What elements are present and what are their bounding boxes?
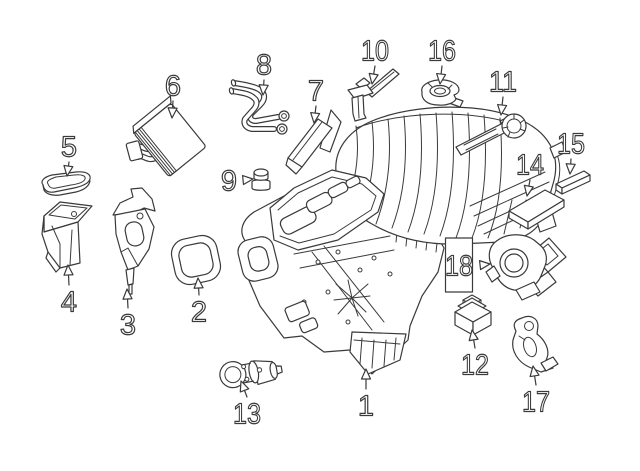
part-15-filter-small — [555, 170, 591, 195]
callout-arrowhead-icon — [523, 184, 534, 197]
part-14-filter — [508, 189, 565, 230]
callout-arrowhead-icon — [468, 329, 479, 342]
callout-number: 16 — [428, 36, 456, 68]
callout-number: 14 — [516, 150, 544, 182]
callout-1[interactable]: 1 — [357, 368, 375, 423]
callout-13[interactable]: 13 — [232, 380, 262, 431]
callout-arrowhead-icon — [497, 103, 508, 116]
callout-16[interactable]: 16 — [427, 35, 457, 85]
callout-8[interactable]: 8 — [255, 49, 273, 96]
callout-number: 3 — [120, 310, 136, 342]
part-11-temp-sensor — [455, 113, 527, 156]
callout-arrowhead-icon — [436, 72, 447, 85]
part-8-heater-pipes — [228, 79, 290, 135]
callout-9[interactable]: 9 — [220, 165, 254, 198]
callout-14[interactable]: 14 — [515, 149, 545, 197]
callout-7[interactable]: 7 — [307, 75, 325, 124]
callout-number: 6 — [165, 71, 181, 103]
callout-number: 13 — [233, 399, 261, 431]
callout-arrowhead-icon — [368, 72, 379, 85]
part-18-blower-motor — [485, 234, 567, 301]
part-7-panel — [285, 118, 333, 175]
callout-arrowhead-icon — [63, 164, 74, 177]
callout-12[interactable]: 12 — [460, 329, 490, 382]
part-4-air-duct — [41, 201, 93, 273]
part-12-resistor — [454, 294, 492, 336]
callout-4[interactable]: 4 — [60, 264, 78, 319]
callout-arrowhead-icon — [193, 277, 204, 289]
part-17-bracket — [512, 315, 559, 373]
callout-10[interactable]: 10 — [360, 35, 390, 85]
callout-highlight — [444, 237, 474, 293]
callout-number: 8 — [256, 50, 272, 82]
callout-number: 7 — [308, 76, 324, 108]
callout-5[interactable]: 5 — [60, 131, 78, 177]
callout-arrowhead-icon — [63, 264, 74, 276]
callout-number: 11 — [489, 67, 517, 99]
callout-number: 12 — [461, 350, 489, 382]
part-6-evaporator — [125, 95, 206, 177]
callout-15[interactable]: 15 — [556, 128, 586, 175]
callout-6[interactable]: 6 — [164, 70, 182, 119]
callout-3[interactable]: 3 — [119, 288, 137, 342]
part-13-heater-valve — [219, 360, 283, 389]
callout-arrowhead-icon — [529, 365, 540, 378]
callout-arrowhead-icon — [565, 163, 576, 175]
callout-number: 18 — [445, 251, 473, 283]
part-10-aspirator-sensor — [347, 68, 400, 122]
callout-arrowhead-icon — [310, 111, 321, 124]
part-9-grommet — [251, 168, 271, 191]
part-5-duct-lid — [41, 171, 91, 196]
callout-arrowhead-icon — [478, 260, 491, 271]
callout-arrowhead-icon — [167, 107, 178, 119]
callout-number: 17 — [522, 387, 550, 419]
callout-number: 9 — [221, 166, 237, 198]
callout-number: 10 — [361, 36, 389, 68]
callout-18[interactable]: 18 — [444, 237, 491, 293]
part-2-seal-ring — [170, 234, 222, 286]
callout-number: 4 — [61, 287, 77, 319]
part-3-bracket — [112, 187, 156, 295]
part-1-hvac-housing — [237, 106, 567, 375]
callout-arrowhead-icon — [239, 380, 250, 393]
callout-arrowhead-icon — [122, 288, 133, 300]
callout-number: 15 — [557, 129, 585, 161]
callout-arrowhead-icon — [360, 368, 372, 380]
callout-number: 2 — [191, 297, 207, 329]
callout-11[interactable]: 11 — [488, 66, 518, 116]
callout-arrowhead-icon — [258, 84, 269, 96]
callout-arrowhead-icon — [242, 174, 254, 186]
part-16-grommet-ring — [421, 79, 464, 108]
callout-2[interactable]: 2 — [190, 277, 208, 329]
callout-17[interactable]: 17 — [521, 365, 551, 419]
callout-number: 1 — [358, 391, 374, 423]
callout-number: 5 — [61, 132, 77, 164]
